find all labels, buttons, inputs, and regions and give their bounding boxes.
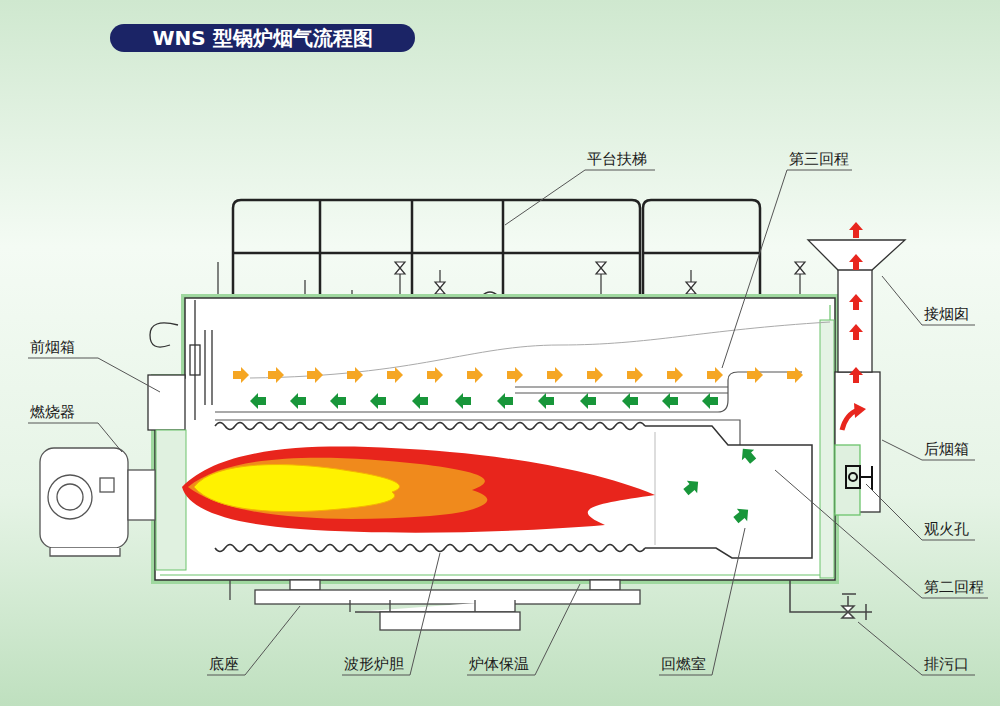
title-banner [110, 24, 415, 52]
rear-insulation [820, 320, 834, 578]
part-label: 观火孔 [924, 520, 969, 538]
part-label: 后烟箱 [924, 440, 969, 458]
part-label: 波形炉胆 [344, 655, 404, 673]
valve-symbols [218, 262, 805, 298]
front-tube-sheet [156, 430, 186, 570]
part-label: 第三回程 [789, 150, 849, 168]
insulation [155, 298, 835, 580]
part-label: 回燃室 [661, 655, 706, 673]
water-gauge [150, 300, 212, 420]
return-chamber-arrows [681, 444, 760, 527]
part-label: 炉体保温 [469, 655, 529, 673]
platform-railing [233, 200, 760, 298]
smoke-tubes [215, 372, 802, 445]
part-label: 平台扶梯 [587, 150, 647, 168]
part-label: 底座 [209, 655, 239, 673]
burner [40, 448, 155, 556]
boiler-shell [155, 298, 835, 580]
water-level [250, 322, 830, 378]
third-pass-arrows [233, 367, 803, 383]
second-pass-arrows [250, 393, 718, 409]
part-label: 接烟囱 [924, 305, 969, 323]
part-label: 排污口 [924, 655, 969, 673]
diagram-title: WNS 型锅炉烟气流程图 [110, 24, 415, 52]
drain-pipe [790, 580, 872, 620]
part-label: 燃烧器 [30, 403, 75, 421]
part-label: 前烟箱 [30, 338, 75, 356]
leader-lines [28, 170, 988, 675]
front-smoke-box [148, 375, 185, 430]
rear-smoke-box [808, 240, 905, 515]
flame [182, 447, 655, 533]
part-label: 第二回程 [924, 578, 984, 596]
flue-arrows [842, 222, 866, 430]
